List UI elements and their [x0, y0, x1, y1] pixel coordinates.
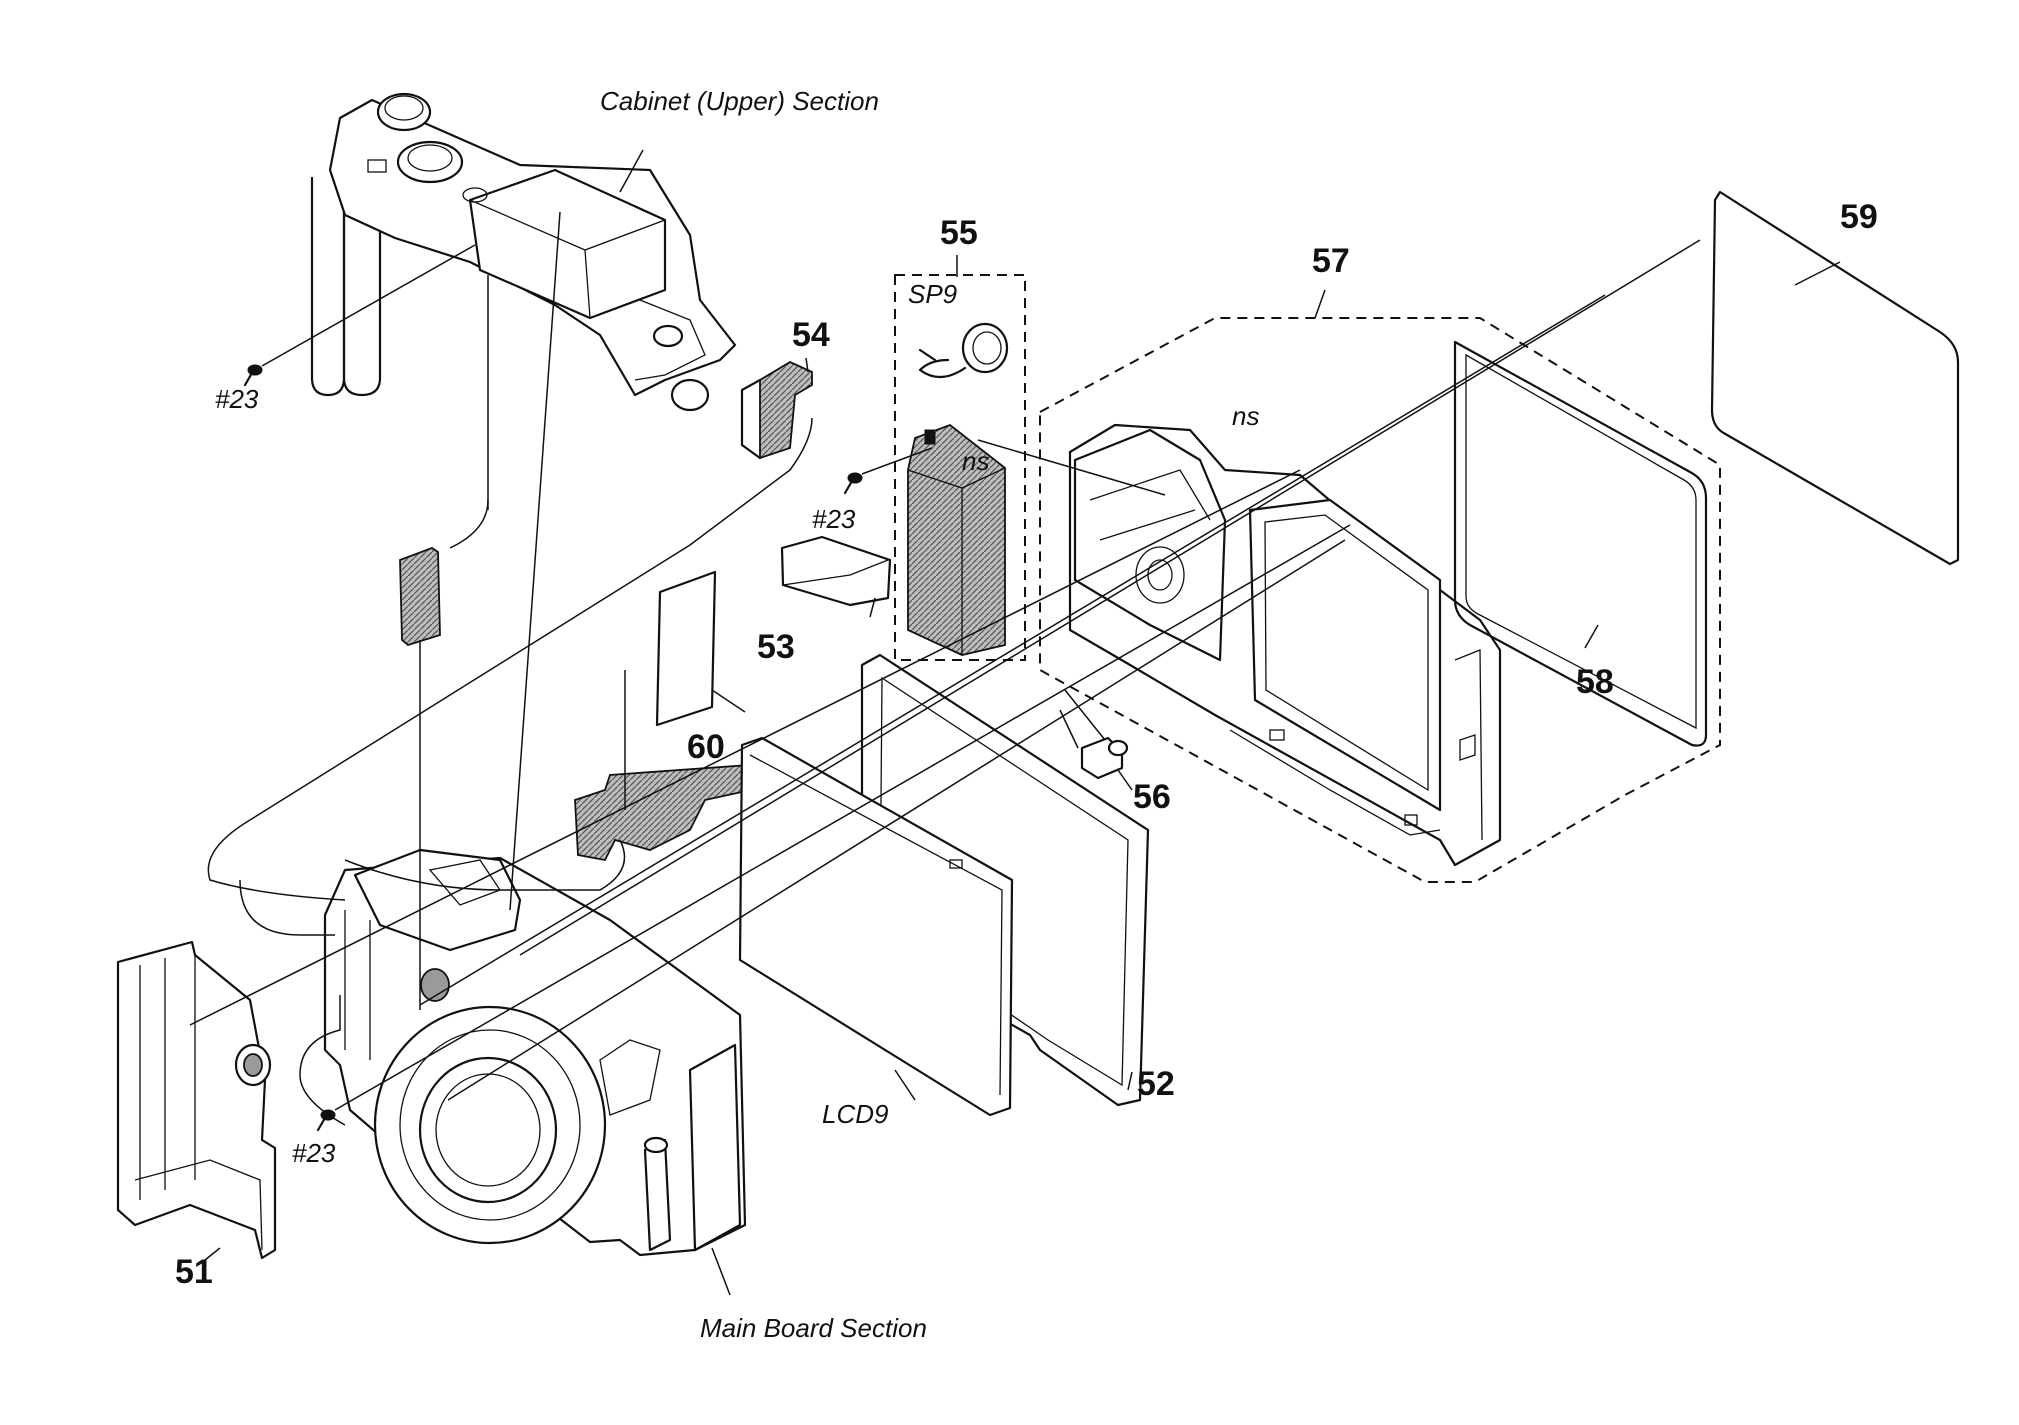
part-53-cushion	[780, 535, 892, 607]
ref-60: 60	[687, 728, 725, 766]
screw-label: #23	[292, 1138, 336, 1168]
ref-53: 53	[757, 628, 795, 666]
part-59-sheet	[1710, 190, 1960, 566]
ref-57: 57	[1312, 242, 1350, 280]
main-board-assembly	[323, 848, 747, 1257]
ref-59: 59	[1840, 198, 1878, 236]
speaker-label: SP9	[908, 279, 957, 309]
lcd-label: LCD9	[822, 1099, 888, 1129]
part-56-switch	[1080, 736, 1129, 780]
part-60-sheet	[655, 570, 717, 727]
part-51-side-cover	[116, 940, 277, 1260]
bracket-ns-label: ns	[1232, 401, 1259, 431]
part-58-gasket	[1453, 340, 1708, 747]
part-54-bracket	[740, 360, 813, 460]
screw-label: #23	[812, 504, 856, 534]
label-leaders	[204, 149, 1841, 1296]
assembly-lines	[189, 211, 1701, 1126]
cabinet-upper-section-label: Cabinet (Upper) Section	[600, 86, 879, 116]
screw-icon	[243, 364, 263, 387]
screw-label: #23	[215, 384, 259, 414]
main-board-section-label: Main Board Section	[700, 1313, 927, 1343]
ref-54: 54	[792, 316, 830, 354]
ref-58: 58	[1576, 663, 1614, 701]
cabinet-upper-assembly	[310, 92, 737, 412]
screw-icon	[843, 472, 863, 495]
ref-51: 51	[175, 1253, 213, 1291]
lcd-panel	[738, 736, 1014, 1117]
ref-52: 52	[1137, 1065, 1175, 1103]
ref-55: 55	[940, 214, 978, 252]
part-55-speaker-group	[894, 274, 1026, 661]
flexible-cables	[399, 546, 762, 862]
board-ns-label: ns	[962, 446, 989, 476]
ref-56: 56	[1133, 778, 1171, 816]
